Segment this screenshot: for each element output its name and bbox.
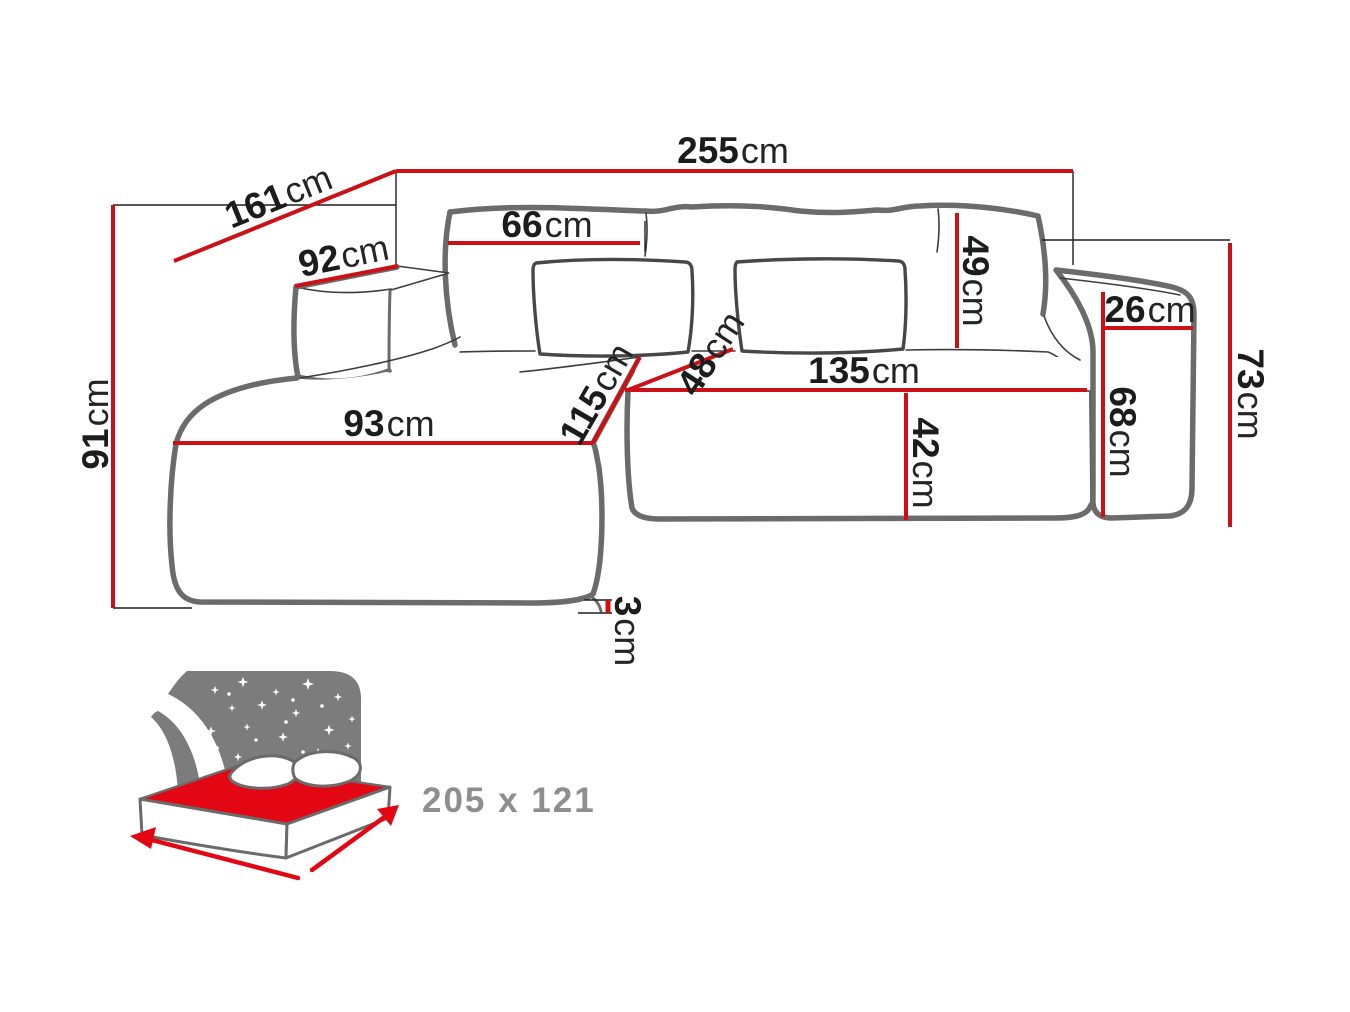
right-armrest-outline: [1053, 267, 1197, 521]
dim-label-seat-height: 42cm: [905, 417, 946, 508]
dimension-labels: 255cm 161cm 92cm 91cm 66cm 49cm 26cm 68c…: [75, 130, 1271, 666]
right-armrest-top-face-edge: [1059, 277, 1181, 296]
bed-pillow-left: [228, 754, 300, 790]
seat-fill: [628, 357, 1092, 519]
seat-outline: [624, 389, 1094, 522]
sofa-leg: [590, 595, 603, 613]
dim-label-right-armrest-width: 26cm: [1104, 289, 1195, 330]
left-armrest-fill: [293, 266, 449, 382]
bed-pillow-right: [291, 750, 362, 788]
night-sky-sliver: [151, 711, 201, 792]
bed-width-arrow-head: [377, 805, 399, 826]
left-armrest-inner-edge: [387, 289, 392, 372]
dim-label-right-side-height: 73cm: [1230, 348, 1271, 439]
back-cushion-separator-2: [936, 208, 940, 253]
chaise-fill: [169, 357, 641, 603]
dim-line-total-depth: [173, 169, 397, 263]
dim-label-right-armrest-height: 68cm: [1102, 386, 1143, 477]
front-pillow-left: [531, 257, 695, 358]
dim-line-left-armrest-depth: [294, 264, 399, 288]
dim-label-back-cushion-height: 49cm: [955, 235, 996, 326]
dim-label-total-width: 255cm: [677, 130, 789, 171]
sleeping-function-icon: 205 x 121: [130, 671, 596, 881]
dim-line-front-pillow-width: [627, 347, 734, 392]
front-pillow-right: [733, 257, 908, 355]
dim-label-left-armrest-depth: 92cm: [295, 227, 393, 285]
backrest-to-armrest-curve: [1043, 315, 1081, 361]
bed-length-arrow-head: [130, 827, 156, 849]
left-armrest-top-face: [295, 265, 450, 294]
dim-label-seat-length: 135cm: [808, 350, 920, 391]
stars: [203, 676, 356, 780]
dim-label-total-height: 91cm: [75, 378, 116, 469]
chaise-surface-line: [299, 336, 641, 379]
chaise-outline: [167, 440, 605, 606]
bed-width-arrow: [309, 810, 393, 873]
backrest-left-edge: [442, 209, 458, 348]
back-cushion-separator-1: [644, 212, 648, 257]
bed-length-arrow: [145, 836, 301, 881]
dim-label-leg-height: 3cm: [607, 596, 648, 667]
dim-line-chaise-length: [591, 356, 642, 444]
dim-label-chaise-width: 93cm: [343, 403, 434, 444]
backrest-outline: [447, 202, 1049, 317]
dim-label-total-depth: 161cm: [219, 156, 338, 236]
sleeping-area-size-label: 205 x 121: [422, 781, 596, 820]
reference-lines: [113, 171, 1230, 614]
dim-label-back-cushion-width: 66cm: [501, 204, 592, 245]
dimension-lines: [111, 169, 1232, 613]
chaise-top-left-edge: [173, 375, 300, 447]
sofa-bed-icon: [130, 750, 399, 881]
